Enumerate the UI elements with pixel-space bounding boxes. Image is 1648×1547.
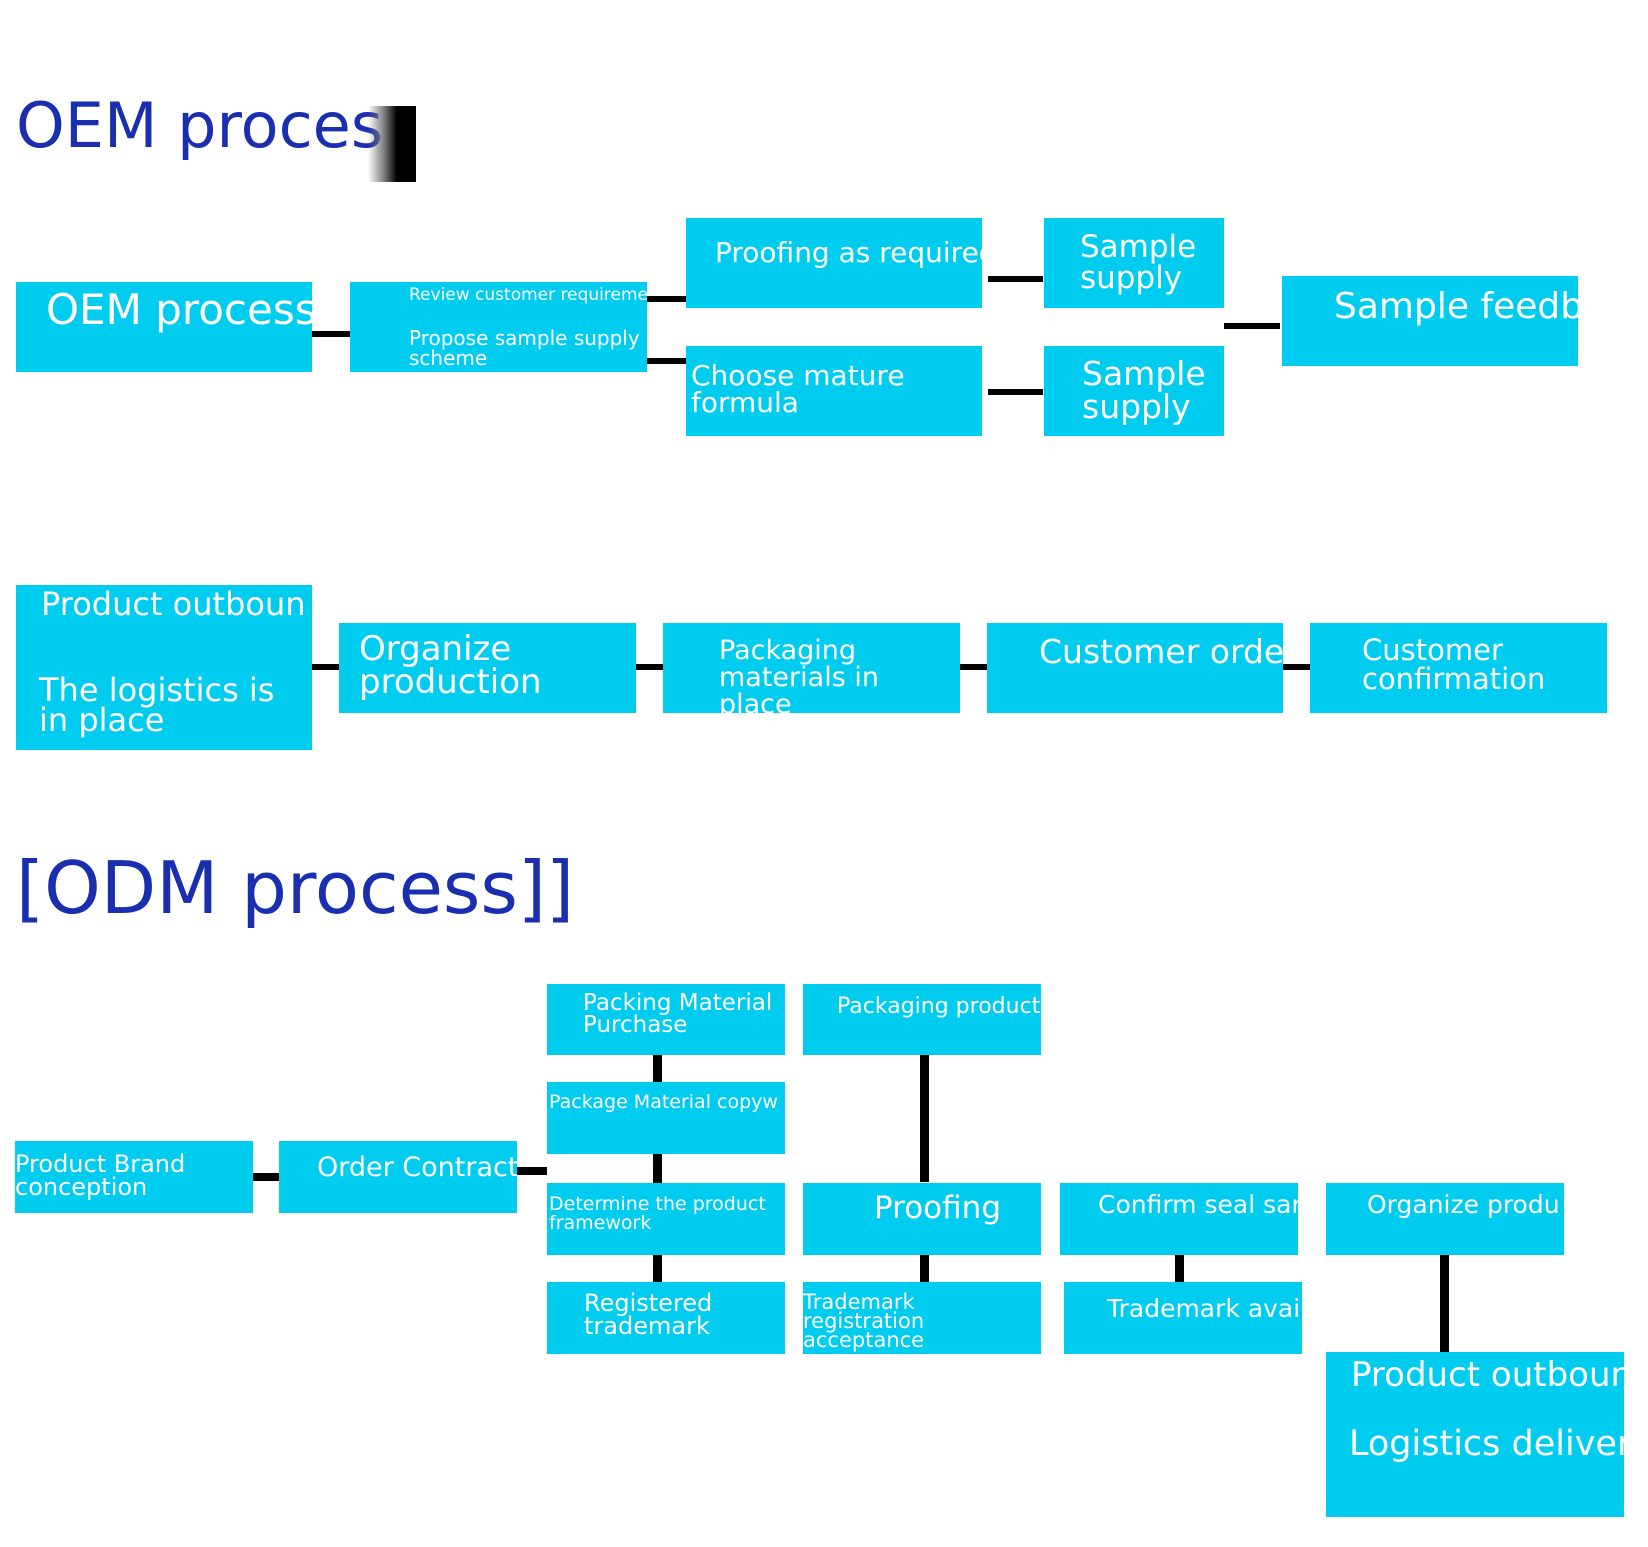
node-label: Trademark avai <box>1107 1294 1301 1323</box>
connector <box>653 1154 662 1183</box>
sample-supply-node-1: Sample supply <box>1044 218 1224 308</box>
brand-conception-node: Product Brand conception <box>15 1141 253 1213</box>
proofing-as-required-node: Proofing as required <box>686 218 982 308</box>
node-label: Organize production <box>359 629 542 702</box>
node-label: Order Contract <box>317 1152 517 1183</box>
product-outbound-node: Product outboun The logistics is in plac… <box>16 585 312 750</box>
node-label: Packaging product <box>837 994 1041 1019</box>
node-label: Trademark registration acceptance <box>803 1290 925 1352</box>
order-contract-node: Order Contract <box>279 1141 517 1213</box>
connector <box>1224 323 1280 329</box>
packaging-materials-node: Packaging materials in place <box>663 623 960 713</box>
node-label: Confirm seal sar <box>1098 1190 1298 1219</box>
node-label: Sample supply <box>1080 229 1197 296</box>
customer-confirmation-node: Customer confirmation <box>1310 623 1607 713</box>
connector <box>920 1055 929 1182</box>
connector <box>1283 664 1310 670</box>
connector <box>645 358 687 364</box>
odm-outbound-logistics-node: Product outboun Logistics deliver <box>1326 1352 1624 1517</box>
odm-heading: [ODM process]] <box>16 846 575 930</box>
node-label: Product Brand conception <box>15 1150 186 1201</box>
scan-artifact-mark <box>368 106 416 182</box>
packaging-product-node: Packaging product <box>803 984 1041 1055</box>
product-framework-node: Determine the product framework <box>547 1183 785 1255</box>
organize-production-node: Organize production <box>339 623 636 713</box>
trademark-available-node: Trademark avai <box>1064 1282 1302 1354</box>
connector <box>645 296 687 302</box>
node-label: Registered trademark <box>584 1289 713 1340</box>
node-label: Choose mature formula <box>691 359 905 419</box>
node-label: Proofing as required <box>715 236 982 269</box>
confirm-seal-overflow-text: le <box>1298 1190 1321 1219</box>
connector <box>653 1255 662 1282</box>
package-copywriting-node: Package Material copyw <box>547 1082 785 1154</box>
confirm-seal-sample-node: Confirm seal sar <box>1060 1183 1298 1255</box>
node-label: Organize produ <box>1367 1190 1560 1219</box>
connector <box>517 1167 547 1175</box>
node-label: Customer confirmation <box>1362 633 1546 696</box>
node-label: OEM process <box>46 285 312 334</box>
node-label: Propose sample supply scheme <box>409 326 640 370</box>
connector <box>253 1173 279 1181</box>
connector <box>920 1255 929 1282</box>
node-label: The logistics is in place <box>39 671 275 740</box>
connector <box>988 276 1043 282</box>
node-label: Determine the product framework <box>549 1193 766 1234</box>
node-label: Packing Material Purchase <box>583 990 773 1038</box>
connector <box>312 664 339 670</box>
node-label: Review customer requirements <box>409 285 647 305</box>
connector <box>1175 1255 1184 1282</box>
customer-order-node: Customer order <box>987 623 1283 713</box>
trademark-registration-node: Trademark registration acceptance <box>803 1282 1041 1354</box>
connector <box>960 664 987 670</box>
connector <box>1440 1255 1449 1352</box>
oem-heading: OEM process <box>16 89 416 162</box>
connector <box>653 1055 662 1082</box>
node-label: Product outboun <box>1351 1355 1624 1395</box>
proofing-node: Proofing <box>803 1183 1041 1255</box>
sample-feedback-node: Sample feedba <box>1282 276 1578 366</box>
packing-material-purchase-node: Packing Material Purchase <box>547 984 785 1055</box>
node-label: Proofing <box>874 1190 1001 1226</box>
node-label: Product outboun <box>41 585 306 623</box>
review-requirements-node: Review customer requirements Propose sam… <box>350 282 647 372</box>
sample-supply-node-2: Sample supply <box>1044 346 1224 436</box>
node-label: Customer order <box>1039 632 1283 671</box>
node-label: Packaging materials in place <box>719 635 879 713</box>
oem-start-node: OEM process <box>16 282 312 372</box>
choose-mature-formula-node: Choose mature formula <box>686 346 982 436</box>
node-label: Logistics deliver <box>1349 1424 1624 1464</box>
connector <box>312 331 350 337</box>
node-label: Sample supply <box>1082 354 1206 426</box>
connector <box>988 389 1043 395</box>
connector <box>636 664 663 670</box>
node-label: Sample feedba <box>1334 286 1578 327</box>
registered-trademark-node: Registered trademark <box>547 1282 785 1354</box>
organize-production-node: Organize produ <box>1326 1183 1564 1255</box>
node-label: Package Material copyw <box>549 1091 778 1113</box>
